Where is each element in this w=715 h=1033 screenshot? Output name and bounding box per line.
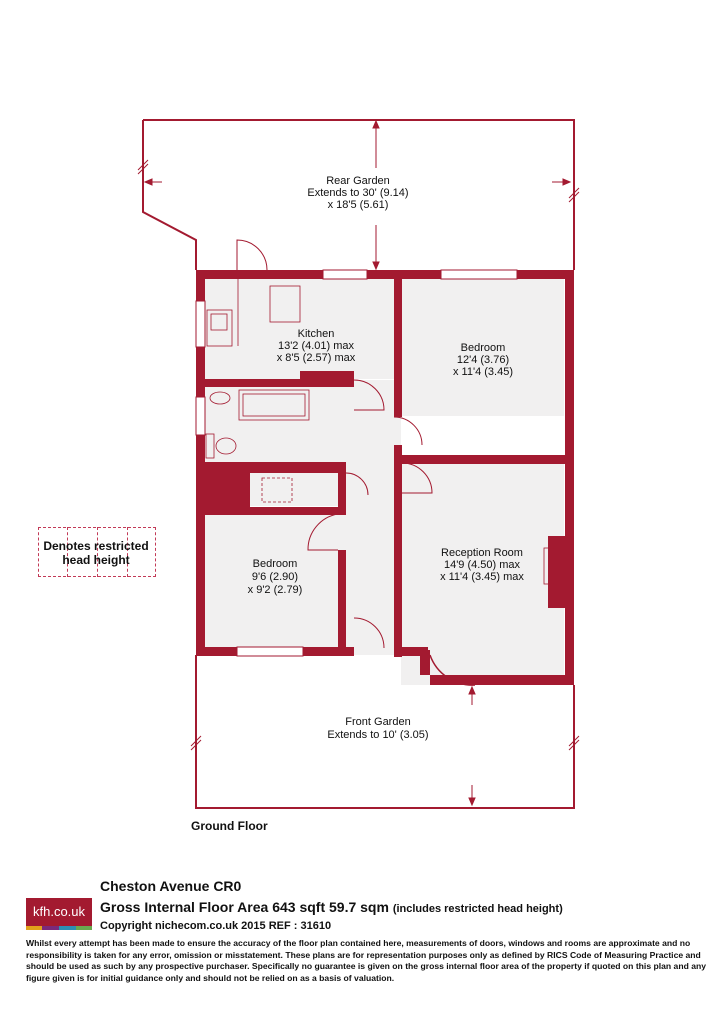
fixtures xyxy=(205,279,555,585)
rear-garden-name: Rear Garden xyxy=(326,175,390,187)
logo-stripe xyxy=(42,926,59,930)
legend-label: Denotes restricted head height xyxy=(33,539,159,567)
legend-line2: head height xyxy=(62,553,130,567)
bedroom1-dim1: 12'4 (3.76) xyxy=(457,354,509,366)
windows xyxy=(195,269,518,657)
reception-name: Reception Room xyxy=(441,547,523,559)
floor-area: Gross Internal Floor Area 643 sqft 59.7 … xyxy=(100,899,563,915)
kitchen-name: Kitchen xyxy=(298,328,335,340)
measure-arrows xyxy=(143,119,572,807)
rear-garden-boundary xyxy=(142,119,575,270)
logo-text: kfh.co.uk xyxy=(32,904,86,919)
legend-line1: Denotes restricted xyxy=(43,539,149,553)
front-garden-boundary xyxy=(195,655,575,809)
bedroom2-dim1: 9'6 (2.90) xyxy=(252,571,298,583)
logo-stripe xyxy=(26,926,42,930)
break-markers xyxy=(137,159,580,751)
bedroom1-dim2: x 11'4 (3.45) xyxy=(453,366,513,378)
floor-plan: Rear Garden Extends to 30' (9.14) x 18'5… xyxy=(137,119,580,809)
room-floors xyxy=(204,279,564,685)
logo-stripe xyxy=(76,926,92,930)
floor-area-note: (includes restricted head height) xyxy=(392,903,563,915)
kfh-logo: kfh.co.uk xyxy=(26,898,92,930)
property-address: Cheston Avenue CR0 xyxy=(100,878,242,894)
legend-divider xyxy=(97,527,98,577)
walls xyxy=(196,270,574,685)
kitchen-dim1: 13'2 (4.01) max xyxy=(278,340,355,352)
logo-stripe xyxy=(59,926,76,930)
reception-dim2: x 11'4 (3.45) max xyxy=(440,571,524,583)
restricted-height-legend: Denotes restricted head height xyxy=(33,527,159,579)
copyright: Copyright nichecom.co.uk 2015 REF : 3161… xyxy=(100,920,332,932)
disclaimer: Whilst every attempt has been made to en… xyxy=(26,938,707,983)
rear-garden-dim2: x 18'5 (5.61) xyxy=(328,199,389,211)
rear-garden-dim1: Extends to 30' (9.14) xyxy=(307,187,408,199)
bedroom1-name: Bedroom xyxy=(461,342,506,354)
reception-dim1: 14'9 (4.50) max xyxy=(444,559,521,571)
legend-divider xyxy=(67,527,68,577)
bedroom2-dim2: x 9'2 (2.79) xyxy=(248,584,303,596)
kitchen-dim2: x 8'5 (2.57) max xyxy=(277,352,356,364)
doors xyxy=(236,239,476,686)
floor-area-value: Gross Internal Floor Area 643 sqft 59.7 … xyxy=(100,899,389,915)
legend-divider xyxy=(127,527,128,577)
floor-name: Ground Floor xyxy=(191,819,268,833)
bedroom2-name: Bedroom xyxy=(253,558,298,570)
front-garden-name: Front Garden xyxy=(345,716,410,728)
front-garden-dim1: Extends to 10' (3.05) xyxy=(327,729,428,741)
